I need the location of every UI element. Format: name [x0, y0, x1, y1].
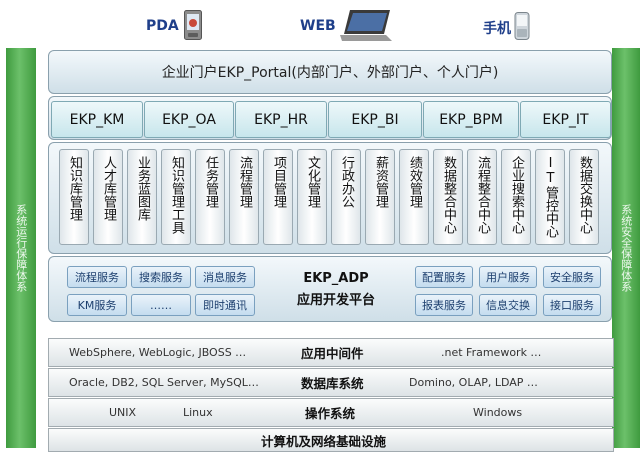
- function-business-blueprint: 业务蓝图库: [127, 149, 157, 245]
- module-ekp-hr: EKP_HR: [235, 101, 327, 138]
- adp-subtitle: 应用开发平台: [296, 293, 375, 308]
- laptop-icon: [338, 8, 394, 44]
- service-security: 安全服务: [543, 266, 601, 288]
- function-talent-pool: 人才库管理: [93, 149, 123, 245]
- module-ekp-bpm: EKP_BPM: [423, 101, 519, 138]
- service-process: 流程服务: [67, 266, 127, 288]
- module-ekp-km: EKP_KM: [51, 101, 143, 138]
- middleware-title: 应用中间件: [301, 346, 364, 361]
- function-culture-management: 文化管理: [297, 149, 327, 245]
- mobile-label: 手机: [483, 21, 511, 37]
- system-operation-guarantee-bar: 系统运行保障体系: [6, 48, 36, 448]
- function-process-management: 流程管理: [229, 149, 259, 245]
- os-title: 操作系统: [305, 406, 356, 421]
- service-search: 搜索服务: [131, 266, 191, 288]
- infrastructure-title: 计算机及网络基础设施: [261, 433, 387, 449]
- function-task-management: 任务管理: [195, 149, 225, 245]
- ekp-adp-platform: 流程服务 搜索服务 消息服务 KM服务 …… 即时通讯 EKP_ADP 应用开发…: [48, 256, 612, 322]
- layer-middleware: WebSphere, WebLogic, JBOSS … 应用中间件 .net …: [48, 338, 614, 367]
- function-project-management: 项目管理: [263, 149, 293, 245]
- database-other: Domino, OLAP, LDAP …: [409, 376, 538, 389]
- service-instant-messaging: 即时通讯: [195, 294, 255, 316]
- service-report: 报表服务: [415, 294, 473, 316]
- enterprise-portal: 企业门户EKP_Portal(内部门户、外部门户、个人门户): [48, 50, 612, 94]
- pda-label: PDA: [146, 18, 179, 34]
- os-linux: Linux: [183, 406, 213, 419]
- web-label: WEB: [300, 18, 336, 34]
- database-title: 数据库系统: [301, 376, 364, 391]
- function-knowledge-tools: 知识管理工具: [161, 149, 191, 245]
- middleware-net: .net Framework …: [441, 346, 542, 359]
- portal-label: 企业门户EKP_Portal(内部门户、外部门户、个人门户): [161, 65, 499, 81]
- module-ekp-it: EKP_IT: [520, 101, 611, 138]
- service-info-exchange: 信息交换: [479, 294, 537, 316]
- service-message: 消息服务: [195, 266, 255, 288]
- module-ekp-bi: EKP_BI: [328, 101, 422, 138]
- database-products: Oracle, DB2, SQL Server, MySQL…: [69, 376, 259, 389]
- layer-database: Oracle, DB2, SQL Server, MySQL… 数据库系统 Do…: [48, 368, 614, 397]
- function-it-control-center: IT管控中心: [535, 149, 565, 245]
- system-security-guarantee-bar: 系统安全保障体系: [612, 48, 640, 448]
- function-enterprise-search-center: 企业搜索中心: [501, 149, 531, 245]
- service-user: 用户服务: [479, 266, 537, 288]
- function-data-integration-center: 数据整合中心: [433, 149, 463, 245]
- mobile-phone-icon: [512, 12, 532, 40]
- function-admin-office: 行政办公: [331, 149, 361, 245]
- side-left-label: 系统运行保障体系: [14, 204, 28, 292]
- function-performance-management: 绩效管理: [399, 149, 429, 245]
- ekp-modules-row: EKP_KM EKP_OA EKP_HR EKP_BI EKP_BPM EKP_…: [48, 96, 612, 140]
- function-data-exchange-center: 数据交换中心: [569, 149, 599, 245]
- os-windows: Windows: [473, 406, 523, 419]
- os-unix: UNIX: [109, 406, 137, 419]
- service-more: ……: [131, 294, 191, 316]
- side-right-label: 系统安全保障体系: [619, 204, 633, 292]
- service-km: KM服务: [67, 294, 127, 316]
- layer-infrastructure: 计算机及网络基础设施: [48, 428, 614, 452]
- function-modules-row: 知识库管理 人才库管理 业务蓝图库 知识管理工具 任务管理 流程管理 项目管理 …: [48, 142, 612, 254]
- adp-title: EKP_ADP: [303, 271, 369, 286]
- layer-os: UNIX Linux 操作系统 Windows: [48, 398, 614, 427]
- middleware-products: WebSphere, WebLogic, JBOSS …: [69, 346, 247, 359]
- service-interface: 接口服务: [543, 294, 601, 316]
- pda-icon: [184, 10, 202, 40]
- function-knowledge-base: 知识库管理: [59, 149, 89, 245]
- module-ekp-oa: EKP_OA: [144, 101, 234, 138]
- service-config: 配置服务: [415, 266, 473, 288]
- function-salary-management: 薪资管理: [365, 149, 395, 245]
- function-process-integration-center: 流程整合中心: [467, 149, 497, 245]
